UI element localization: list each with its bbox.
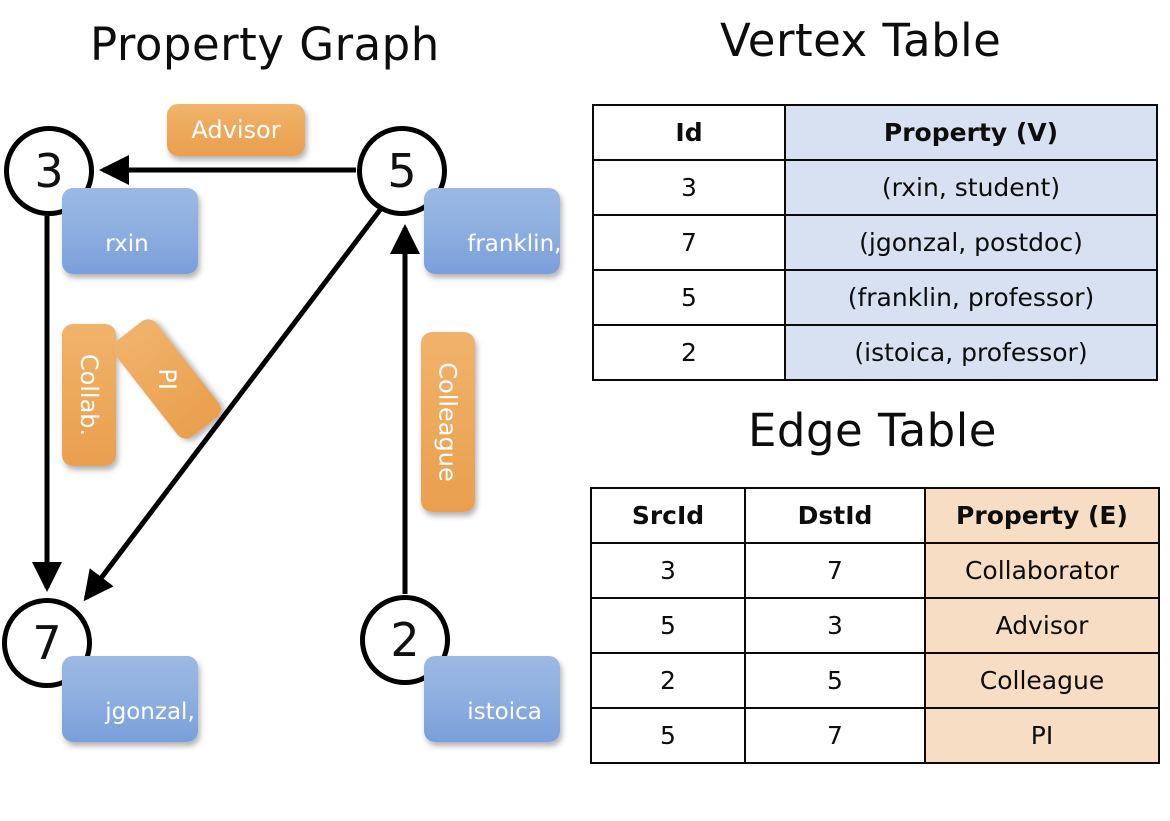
graph-node-2-label: 2 <box>390 613 420 667</box>
vertex-row-0-property: (rxin, student) <box>784 159 1158 216</box>
graph-node-7-property-line1: jgonzal, <box>105 699 195 726</box>
edge-label-colleague: Colleague <box>421 332 475 512</box>
graph-node-5-property-line1: franklin, <box>467 231 562 258</box>
table-row[interactable]: 5 3 Advisor <box>590 597 1160 654</box>
page-title-edge-table: Edge Table <box>748 404 997 457</box>
edge-row-0-src: 3 <box>590 542 746 599</box>
vertex-row-1-id: 7 <box>592 214 786 271</box>
table-row[interactable]: 3 (rxin, student) <box>592 159 1158 216</box>
vertex-row-3-id: 2 <box>592 324 786 381</box>
vertex-table: Id Property (V) 3 (rxin, student) 7 (jgo… <box>592 104 1158 381</box>
graph-node-3-property-line2: stu. <box>105 293 149 320</box>
page-title-property-graph: Property Graph <box>90 18 440 71</box>
edge-row-3-dst: 7 <box>744 707 926 764</box>
graph-node-3-label: 3 <box>34 144 64 198</box>
edge-label-advisor: Advisor <box>167 104 305 156</box>
graph-node-5[interactable]: 5 <box>357 126 447 216</box>
graph-node-2[interactable]: 2 <box>360 595 450 685</box>
edge-table-header-row: SrcId DstId Property (E) <box>590 487 1160 544</box>
graph-node-2-property-line2: prof. <box>467 761 519 788</box>
table-row[interactable]: 3 7 Collaborator <box>590 542 1160 599</box>
edge-row-0-property: Collaborator <box>924 542 1160 599</box>
page-title-vertex-table: Vertex Table <box>720 14 1002 67</box>
vertex-table-header-row: Id Property (V) <box>592 104 1158 161</box>
vertex-row-2-id: 5 <box>592 269 786 326</box>
table-row[interactable]: 2 5 Colleague <box>590 652 1160 709</box>
edge-row-2-property: Colleague <box>924 652 1160 709</box>
table-row[interactable]: 5 7 PI <box>590 707 1160 764</box>
graph-node-2-property-line1: istoica <box>467 699 542 726</box>
vertex-table-header-property: Property (V) <box>784 104 1158 161</box>
edge-label-collab-text: Collab. <box>75 353 104 437</box>
edge-label-pi-text: PI <box>153 368 181 390</box>
graph-node-7-label: 7 <box>32 616 62 670</box>
vertex-row-0-id: 3 <box>592 159 786 216</box>
vertex-row-2-property: (franklin, professor) <box>784 269 1158 326</box>
vertex-table-header-id: Id <box>592 104 786 161</box>
edge-table: SrcId DstId Property (E) 3 7 Collaborato… <box>590 487 1160 764</box>
edge-row-1-src: 5 <box>590 597 746 654</box>
property-graph-diagram: 3 rxin stu. 5 franklin, prof. 7 jgonzal,… <box>0 0 585 787</box>
graph-node-2-property-box: istoica prof. <box>424 656 560 787</box>
edge-table-header-dstid: DstId <box>744 487 926 544</box>
table-row[interactable]: 2 (istoica, professor) <box>592 324 1158 381</box>
edge-label-collab: Collab. <box>62 324 116 466</box>
edge-row-3-src: 5 <box>590 707 746 764</box>
edge-row-2-dst: 5 <box>744 652 926 709</box>
graph-edges-svg <box>32 155 420 602</box>
graph-node-5-property-line2: prof. <box>467 293 519 320</box>
edge-row-3-property: PI <box>924 707 1160 764</box>
edge-table-header-property: Property (E) <box>924 487 1160 544</box>
graph-node-3-property-box: rxin stu. <box>62 188 198 319</box>
graph-node-3-property-line1: rxin <box>105 231 149 258</box>
vertex-row-1-property: (jgonzal, postdoc) <box>784 214 1158 271</box>
edge-row-1-dst: 3 <box>744 597 926 654</box>
edge-row-2-src: 2 <box>590 652 746 709</box>
graph-node-7-property-line2: pst.doc. <box>105 761 197 788</box>
edge-row-0-dst: 7 <box>744 542 926 599</box>
edge-label-colleague-text: Colleague <box>434 362 462 482</box>
graph-node-5-property-box: franklin, prof. <box>424 188 562 319</box>
edge-5-to-7 <box>83 200 388 602</box>
table-row[interactable]: 5 (franklin, professor) <box>592 269 1158 326</box>
edge-row-1-property: Advisor <box>924 597 1160 654</box>
table-row[interactable]: 7 (jgonzal, postdoc) <box>592 214 1158 271</box>
graph-node-5-label: 5 <box>387 144 417 198</box>
graph-node-7-property-box: jgonzal, pst.doc. <box>62 656 198 787</box>
vertex-row-3-property: (istoica, professor) <box>784 324 1158 381</box>
edge-table-header-srcid: SrcId <box>590 487 746 544</box>
edge-label-advisor-text: Advisor <box>191 116 281 144</box>
